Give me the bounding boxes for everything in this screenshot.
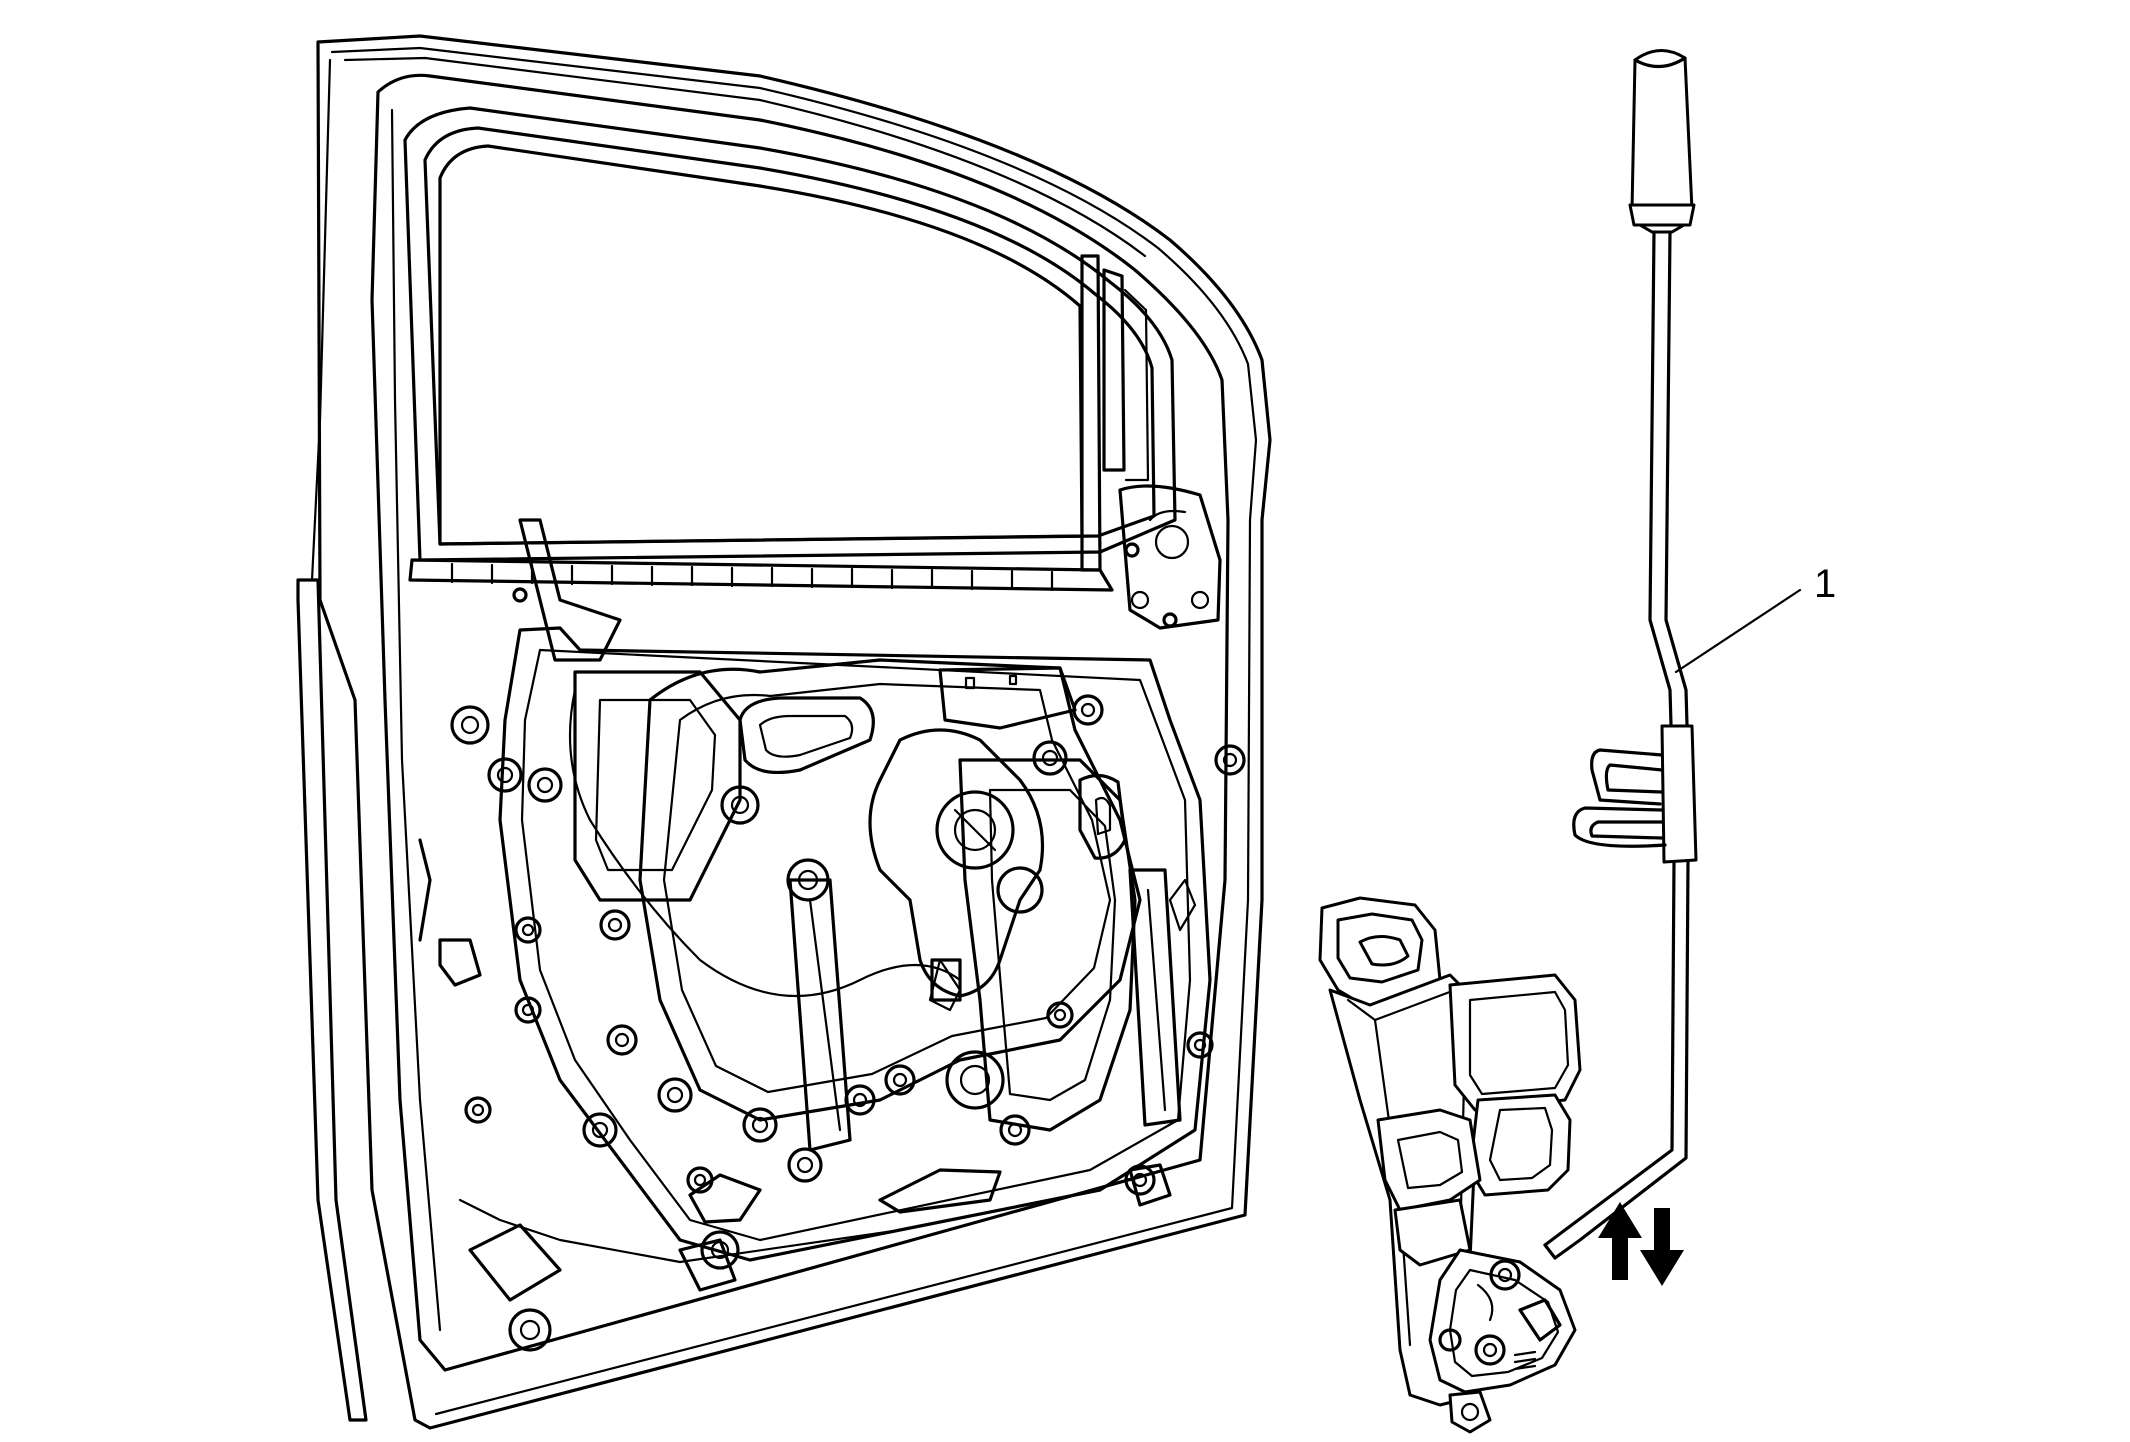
up-down-arrows-icon	[1598, 1202, 1684, 1286]
callout-label: 1	[1814, 562, 1836, 606]
callout-1: 1	[1674, 562, 1836, 674]
door-latch-assembly	[1318, 896, 1582, 1434]
panel-fasteners	[450, 542, 1246, 1352]
belt-line-ticks	[450, 562, 1054, 592]
lock-rod-tool	[1543, 49, 1698, 1260]
callout-leader-line	[1674, 588, 1802, 674]
car-door-panel	[296, 34, 1272, 1430]
